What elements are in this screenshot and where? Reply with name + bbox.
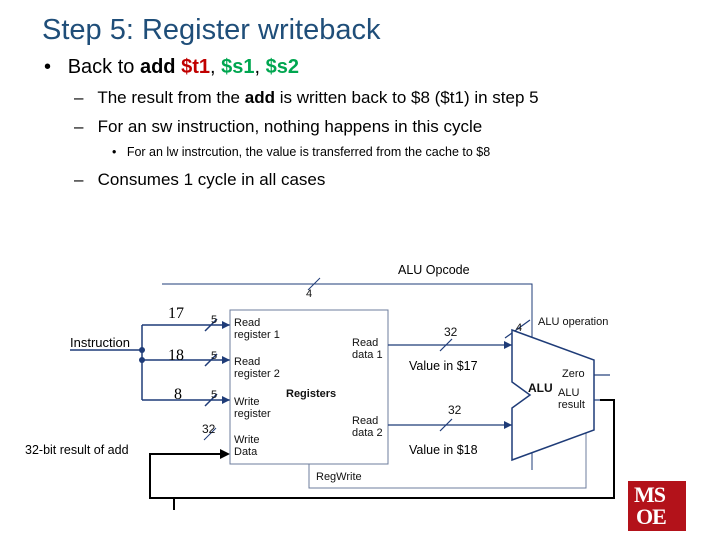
arrowhead — [504, 341, 512, 349]
bus-junction — [139, 347, 145, 353]
read-data-2-line1: Read — [352, 415, 379, 427]
bullet-text-pre: The result from the — [97, 88, 245, 107]
bullet-text: Back to — [67, 56, 140, 78]
alu-result-label: ALU result — [558, 387, 585, 411]
zero-label: Zero — [562, 368, 585, 380]
write-data-line1: Write — [234, 434, 260, 446]
reg-s1: $s1 — [221, 56, 255, 78]
alu-opcode-line — [162, 277, 533, 470]
alu-label: ALU — [528, 381, 553, 395]
slide-title: Step 5: Register writeback — [42, 14, 381, 46]
read-register-2-line1: Read — [234, 356, 261, 368]
arrowhead — [222, 356, 230, 364]
bullet-text: Consumes 1 cycle in all cases — [97, 170, 326, 189]
alu-opcode-label: ALU Opcode — [398, 263, 470, 277]
read-data-2-line2: data 2 — [352, 427, 383, 439]
bits-32: 32 — [444, 325, 458, 339]
regwrite-label: RegWrite — [316, 471, 362, 483]
alu-result-line1: ALU — [558, 387, 580, 399]
reg-number-rs: 17 — [168, 305, 184, 322]
opcode-bits: 4 — [306, 288, 313, 300]
bullet-dash: – — [74, 88, 84, 107]
result-label: 32-bit result of add — [25, 443, 129, 457]
read-register-1-label: Read register 1 — [234, 317, 280, 341]
bits-5: 5 — [211, 389, 218, 401]
bits-32-write: 32 — [202, 422, 216, 436]
arrowhead — [222, 321, 230, 329]
bullet-sw-instruction: – For an sw instruction, nothing happens… — [74, 117, 482, 137]
alu-result-line2: result — [558, 399, 585, 411]
instruction-bus — [70, 318, 230, 407]
value-in-17: Value in $17 — [409, 359, 478, 373]
read-register-1-line2: register 1 — [234, 329, 280, 341]
value-in-18: Value in $18 — [409, 443, 478, 457]
write-data-label: Write Data — [234, 434, 259, 458]
comma: , — [209, 56, 222, 78]
reg-number-rd: 8 — [174, 386, 182, 403]
write-data-line2: Data — [234, 446, 258, 458]
instruction-label: Instruction — [70, 335, 130, 350]
bullet-text: For an sw instruction, nothing happens i… — [97, 117, 483, 136]
write-register-line2: register — [234, 408, 271, 420]
bullet-dash: – — [74, 117, 84, 136]
bullet-text: For an lw instrcution, the value is tran… — [126, 145, 491, 159]
read-register-1-line1: Read — [234, 317, 261, 329]
bits-5: 5 — [211, 314, 218, 326]
read-register-2-label: Read register 2 — [234, 356, 280, 380]
bullet-text-post: is written back to $8 ($t1) in step 5 — [274, 88, 539, 107]
op-add: add — [139, 56, 176, 78]
bits-5: 5 — [211, 350, 218, 362]
bullet-dot: • — [112, 145, 117, 159]
logo-row-1: MS — [634, 482, 666, 507]
read-data-1-line1: Read — [352, 337, 379, 349]
read-data-2-label: Read data 2 — [352, 415, 383, 439]
logo-row-2: OE — [636, 504, 667, 529]
read-data-1-label: Read data 1 — [352, 337, 383, 361]
op-add: add — [244, 88, 275, 107]
alu-op-bits: 4 — [516, 322, 523, 334]
bullet-lw-instruction: • For an lw instrcution, the value is tr… — [112, 145, 490, 159]
comma: , — [254, 56, 266, 78]
bits-32: 32 — [448, 403, 462, 417]
bus-junction — [139, 357, 145, 363]
alu-operation-label: ALU operation — [538, 316, 609, 328]
writeback-arrowhead — [220, 449, 230, 459]
arrowhead — [222, 396, 230, 404]
read-data-1-line2: data 1 — [352, 349, 383, 361]
registers-label: Registers — [286, 388, 337, 400]
read-register-2-line2: register 2 — [234, 368, 280, 380]
reg-t1: $t1 — [181, 56, 210, 78]
bullet-result-written: – The result from the add is written bac… — [74, 88, 539, 108]
reg-number-rt: 18 — [168, 347, 184, 364]
write-register-line1: Write — [234, 396, 260, 408]
bullet-dot: • — [44, 56, 52, 78]
arrowhead — [504, 421, 512, 429]
bullet-back-to-add: • Back to add $t1, $s1, $s2 — [44, 56, 299, 79]
write-register-label: Write register — [234, 396, 271, 420]
msoe-logo: MS OE — [628, 481, 686, 531]
bullet-dash: – — [74, 170, 84, 189]
reg-s2: $s2 — [265, 56, 299, 78]
bullet-one-cycle: – Consumes 1 cycle in all cases — [74, 170, 325, 190]
